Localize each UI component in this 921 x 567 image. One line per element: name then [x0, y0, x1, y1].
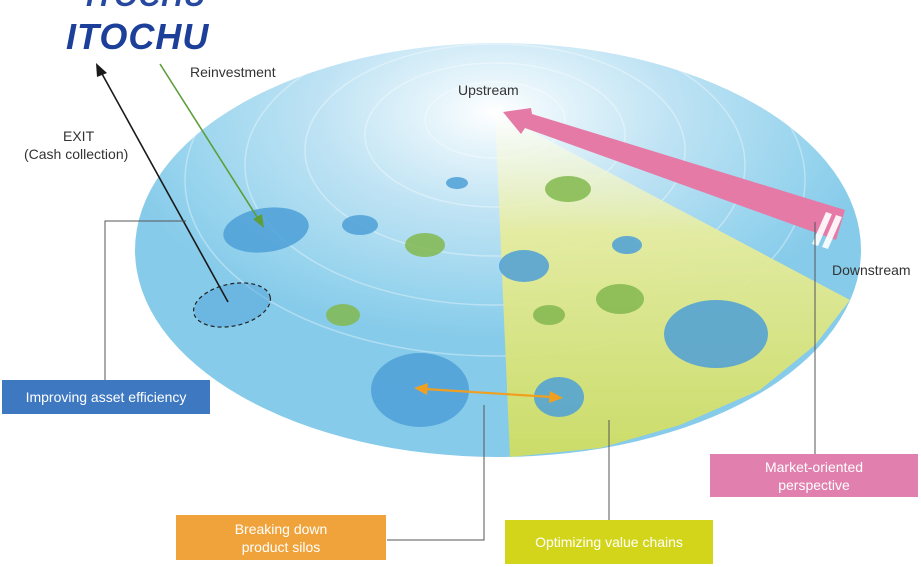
market-oriented-arrow — [503, 108, 845, 249]
green-unit — [596, 284, 644, 314]
itochu-logo: ITOCHU — [66, 16, 210, 57]
blue-unit — [499, 250, 549, 282]
market-oriented-line1: Market-oriented — [764, 458, 864, 475]
blue-unit — [223, 207, 309, 253]
upstream-label: Upstream — [458, 82, 519, 98]
blue-unit — [194, 282, 270, 328]
product-silos-line2: product silos — [241, 538, 321, 555]
exit-dashed-outline — [193, 282, 271, 328]
product-silos-line1: Breaking down — [234, 520, 328, 537]
value-chains-box: Optimizing value chains — [505, 520, 713, 564]
itochu-logo-top: ITOCHU — [86, 0, 206, 14]
asset-efficiency-box: Improving asset efficiency — [2, 380, 210, 414]
blue-unit — [446, 177, 468, 189]
leader-lines — [104, 220, 816, 541]
green-unit — [545, 176, 591, 202]
blue-business-units — [194, 177, 768, 427]
silo-double-arrow — [414, 383, 563, 403]
product-silos-box: Breaking down product silos — [176, 515, 386, 560]
green-unit — [533, 305, 565, 325]
downstream-label: Downstream — [832, 262, 911, 278]
reinvestment-arrow — [159, 63, 264, 228]
market-oriented-box: Market-oriented perspective — [710, 454, 918, 497]
blue-unit — [664, 300, 768, 368]
value-chains-text: Optimizing value chains — [535, 534, 683, 550]
green-unit — [326, 304, 360, 326]
blue-unit — [342, 215, 378, 235]
exit-arrow — [96, 63, 229, 303]
reinvestment-label: Reinvestment — [190, 64, 276, 80]
blue-unit — [612, 236, 642, 254]
market-oriented-line2: perspective — [778, 476, 850, 493]
cash-collection-label: (Cash collection) — [24, 146, 129, 162]
asset-efficiency-text: Improving asset efficiency — [25, 389, 187, 405]
exit-label: EXIT — [63, 128, 95, 144]
green-business-units — [326, 176, 644, 326]
disc-rings — [184, 43, 806, 357]
green-unit — [405, 233, 445, 257]
